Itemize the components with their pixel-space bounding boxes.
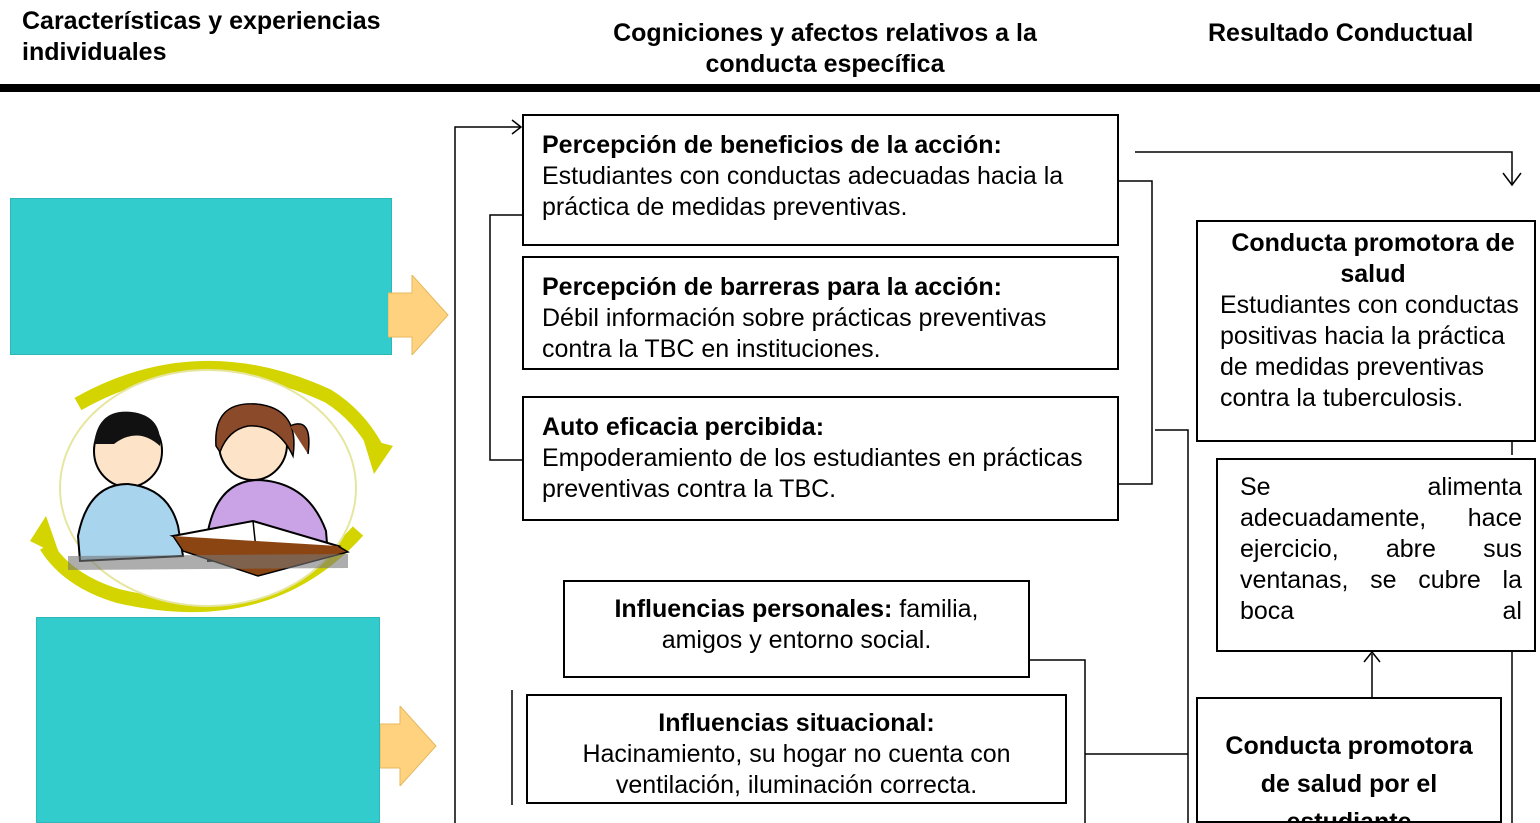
box-personal-influences: Influencias personales: familia, amigos … bbox=[563, 580, 1030, 678]
box-body: Se alimenta adecuadamente, hace ejercici… bbox=[1240, 473, 1522, 625]
box-title: Percepción de beneficios de la acción: bbox=[542, 131, 1002, 159]
box-body: Débil información sobre prácticas preven… bbox=[542, 304, 1047, 363]
box-title: Auto eficacia percibida: bbox=[542, 413, 825, 441]
box-title: Conducta promotora de salud por el estud… bbox=[1225, 732, 1473, 823]
header-rule bbox=[0, 84, 1540, 92]
teal-box-top bbox=[10, 198, 392, 355]
box-health-promoting-behavior: Conducta promotora de salud Estudiantes … bbox=[1196, 220, 1536, 442]
box-daily-habits: Se alimenta adecuadamente, hace ejercici… bbox=[1216, 458, 1536, 652]
box-body: Estudiantes con conductas adecuadas haci… bbox=[542, 162, 1064, 221]
box-perceived-benefits: Percepción de beneficios de la acción: E… bbox=[522, 114, 1119, 246]
box-body: Estudiantes con conductas positivas haci… bbox=[1220, 291, 1519, 412]
box-self-efficacy: Auto eficacia percibida: Empoderamiento … bbox=[522, 396, 1119, 521]
header-result: Resultado Conductual bbox=[1208, 19, 1474, 47]
children-reading-book-icon bbox=[30, 360, 393, 612]
right-arrow-icon bbox=[380, 706, 437, 786]
box-student-behavior: Conducta promotora de salud por el estud… bbox=[1196, 697, 1502, 823]
box-title: Influencias personales: bbox=[614, 595, 893, 623]
header-cognitions: Cogniciones y afectos relativos a la con… bbox=[613, 19, 1037, 78]
box-title: Influencias situacional: bbox=[658, 709, 935, 737]
teal-box-bottom bbox=[36, 617, 380, 823]
box-perceived-barriers: Percepción de barreras para la acción: D… bbox=[522, 256, 1119, 370]
right-arrow-icon bbox=[388, 275, 449, 355]
box-situational-influences: Influencias situacional: Hacinamiento, s… bbox=[526, 694, 1067, 804]
box-body: Empoderamiento de los estudiantes en prá… bbox=[542, 444, 1083, 503]
box-title: Percepción de barreras para la acción: bbox=[542, 273, 1002, 301]
box-body: familia, amigos y entorno social. bbox=[661, 595, 979, 654]
box-title: Conducta promotora de salud bbox=[1231, 229, 1515, 288]
box-body: Hacinamiento, su hogar no cuenta con ven… bbox=[582, 740, 1011, 799]
header-characteristics: Características y experiencias individua… bbox=[22, 7, 381, 66]
